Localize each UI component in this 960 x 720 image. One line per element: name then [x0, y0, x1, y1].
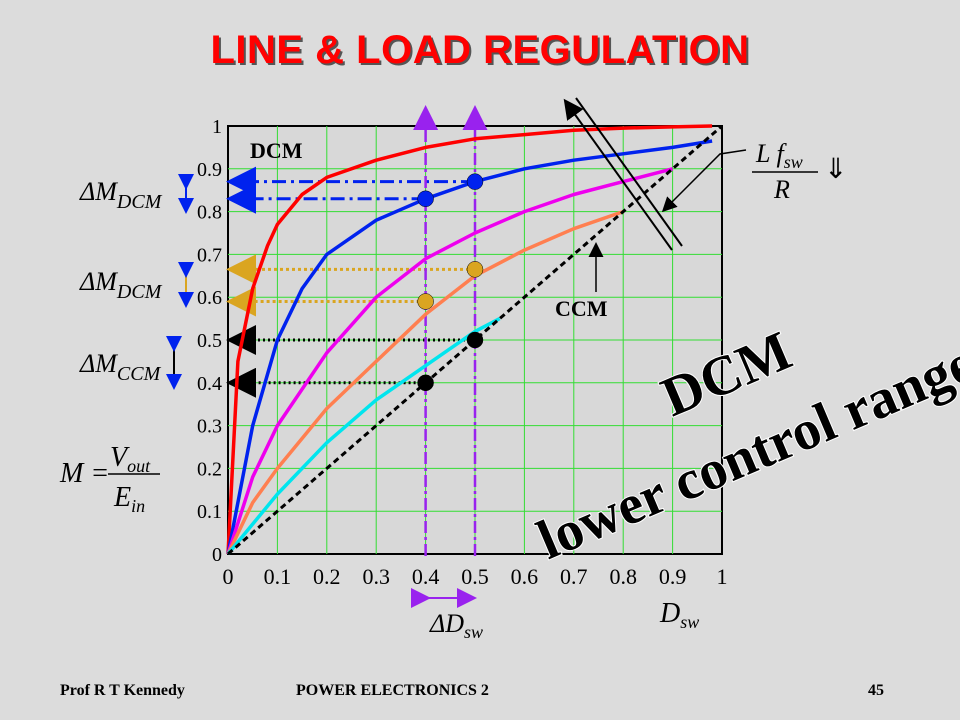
- y-tick-label: 0.5: [197, 330, 222, 352]
- delta-m-ccm-label: ΔMCCM: [79, 349, 162, 385]
- footer-course: POWER ELECTRONICS 2: [296, 682, 489, 699]
- operating-point-marker: [417, 190, 434, 208]
- y-tick-label: 0.2: [197, 458, 222, 480]
- increasing-parameter-arrow: [563, 97, 683, 251]
- y-tick-label: 0.1: [197, 501, 222, 523]
- dcm-curve-4: [226, 209, 624, 555]
- svg-text:Vout: Vout: [110, 442, 151, 476]
- svg-text:ΔMCCM: ΔMCCM: [79, 349, 162, 385]
- x-tick-label: 0.2: [313, 564, 341, 589]
- y-tick-label: 1: [212, 116, 222, 138]
- slide-title: LINE & LOAD REGULATION: [210, 28, 750, 72]
- svg-text:R: R: [773, 175, 790, 204]
- y-tick-label: 0.3: [197, 416, 222, 438]
- y-tick-label: 0.7: [197, 244, 222, 266]
- delta-m-dcm-gold-label: ΔMDCM: [79, 267, 163, 303]
- y-tick-label: 0: [212, 544, 222, 566]
- x-tick-label: 0: [223, 564, 234, 589]
- svg-text:Ein: Ein: [113, 482, 145, 516]
- l-fsw-pointer-arrow: [661, 149, 747, 213]
- footer-page-number: 45: [868, 682, 884, 699]
- y-tick-label: 0.6: [197, 287, 222, 309]
- x-tick-label: 0.1: [264, 564, 292, 589]
- x-tick-label: 0.8: [609, 564, 637, 589]
- dcm-curve-1: [226, 124, 713, 555]
- x-axis-label: Dsw: [659, 598, 699, 632]
- x-tick-label: 1: [717, 564, 728, 589]
- x-tick-label: 0.6: [511, 564, 539, 589]
- ccm-label: CCM: [555, 296, 608, 321]
- plot-area: 0 0.1 0.2 0.3 0.4 0.5 0.6 0.7 0.8 0.9 1 0 0.1 0.2 0.3 0…: [197, 105, 728, 589]
- operating-point-marker: [417, 293, 434, 310]
- operating-point-marker: [417, 374, 434, 392]
- x-tick-label: 0.5: [461, 564, 489, 589]
- svg-text:ΔMDCM: ΔMDCM: [79, 177, 163, 213]
- svg-text:M =: M =: [59, 458, 109, 489]
- ccm-line: [227, 124, 723, 556]
- l-fsw-over-r-label: L fsw R ⇓: [752, 139, 847, 204]
- operating-point-marker: [466, 261, 484, 278]
- svg-text:ΔMDCM: ΔMDCM: [79, 267, 163, 303]
- y-tick-label: 0.9: [197, 159, 222, 181]
- down-double-arrow-icon: ⇓: [824, 154, 847, 185]
- svg-text:L fsw: L fsw: [755, 139, 803, 172]
- dcm-label: DCM: [250, 138, 303, 163]
- dcm-curve-5: [226, 317, 501, 556]
- footer-author: Prof R T Kennedy: [60, 682, 185, 699]
- y-tick-label: 0.8: [197, 202, 222, 224]
- delta-d-label: ΔDsw: [429, 609, 483, 642]
- x-tick-label: 0.7: [560, 564, 588, 589]
- y-tick-label: 0.4: [197, 373, 222, 395]
- delta-m-dcm-blue-label: ΔMDCM: [79, 177, 163, 213]
- operating-point-marker: [466, 173, 484, 190]
- x-tick-label: 0.4: [412, 564, 440, 589]
- x-tick-label: 0.3: [362, 564, 390, 589]
- x-tick-label: 0.9: [659, 564, 687, 589]
- operating-point-marker: [466, 331, 484, 349]
- dcm-curve-3: [226, 167, 674, 555]
- m-equation: M = Vout Ein: [59, 442, 160, 516]
